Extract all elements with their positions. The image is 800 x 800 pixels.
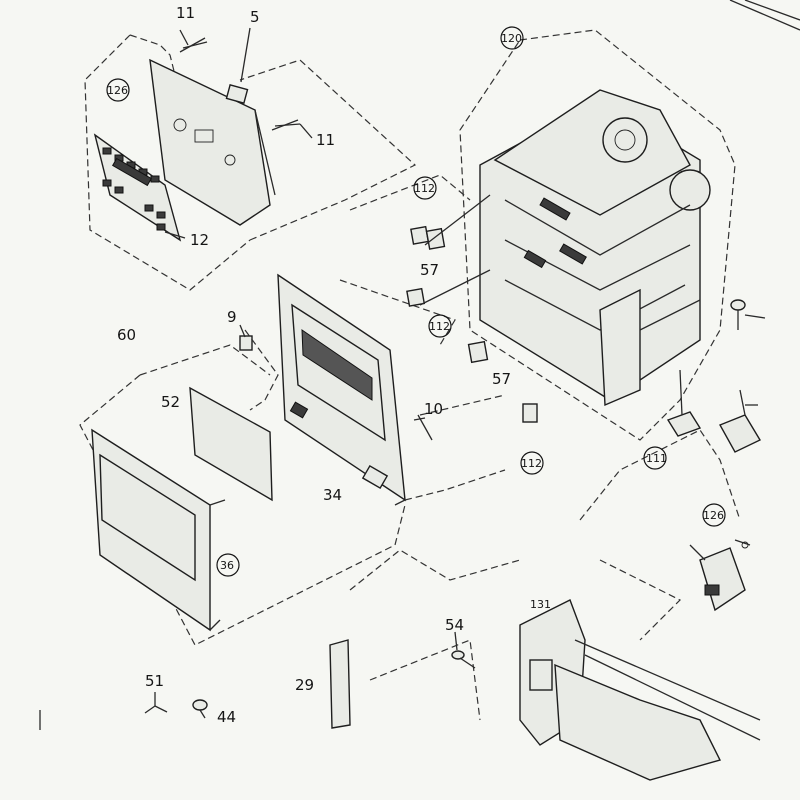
cap-part [719, 389, 761, 453]
circled-112: 112 [414, 182, 435, 195]
callout-60: 60 [117, 326, 136, 344]
callout-34: 34 [323, 486, 342, 504]
screw-right [730, 299, 766, 330]
callout-12: 12 [190, 231, 209, 249]
label-131: 131 [530, 598, 551, 611]
part-112-b [406, 287, 426, 307]
callout-29: 29 [295, 676, 314, 694]
callout-57: 57 [420, 261, 439, 279]
callout-5: 5 [250, 8, 260, 26]
circled-126: 126 [107, 84, 128, 97]
circled-labels: 126 120 112 112 112 111 126 36 131 [106, 26, 726, 611]
callout-10: 10 [424, 400, 443, 418]
cover-window [99, 453, 196, 582]
circled-126: 126 [703, 509, 724, 522]
callout-52: 52 [161, 393, 180, 411]
front-cover-assembly [79, 344, 406, 646]
part-5 [225, 84, 249, 104]
part-57-b [467, 340, 489, 364]
callout-11: 11 [176, 4, 195, 22]
screw-11-right [271, 119, 313, 139]
circled-112: 112 [429, 320, 450, 333]
mechanism-top [493, 89, 691, 216]
page-border-stripe [729, 0, 800, 31]
circled-111: 111 [646, 452, 667, 465]
callout-51: 51 [145, 672, 164, 690]
lens-52 [189, 386, 273, 502]
panel-board-assembly [84, 27, 417, 291]
bar-29 [329, 639, 351, 729]
tape-mechanism-assembly [339, 29, 766, 441]
display-buttons [102, 147, 166, 231]
flywheel [602, 117, 648, 163]
callout-54: 54 [445, 616, 464, 634]
reel-right [669, 169, 711, 211]
screw-11-top [179, 29, 208, 53]
circled-120: 120 [501, 32, 522, 45]
callout-44: 44 [217, 708, 236, 726]
callout-9: 9 [227, 308, 237, 326]
frame-window [301, 329, 373, 401]
base-plate [554, 663, 722, 781]
bottom-parts [39, 389, 761, 781]
foot-pad [666, 411, 702, 437]
part-112-c [522, 403, 538, 423]
part-112-a [410, 225, 430, 245]
screw-44 [192, 699, 208, 719]
side-plate [599, 288, 641, 407]
screw-54 [451, 631, 476, 669]
circled-112: 112 [521, 457, 542, 470]
connector-126 [689, 539, 751, 612]
front-panel-frame [239, 273, 506, 506]
callout-labels: 11 5 11 12 9 60 52 34 10 57 57 54 29 51 … [117, 4, 511, 726]
callout-11: 11 [316, 131, 335, 149]
clip-9 [239, 335, 253, 351]
part-51 [144, 692, 168, 714]
circled-36: 36 [220, 559, 234, 572]
callout-57: 57 [492, 370, 511, 388]
